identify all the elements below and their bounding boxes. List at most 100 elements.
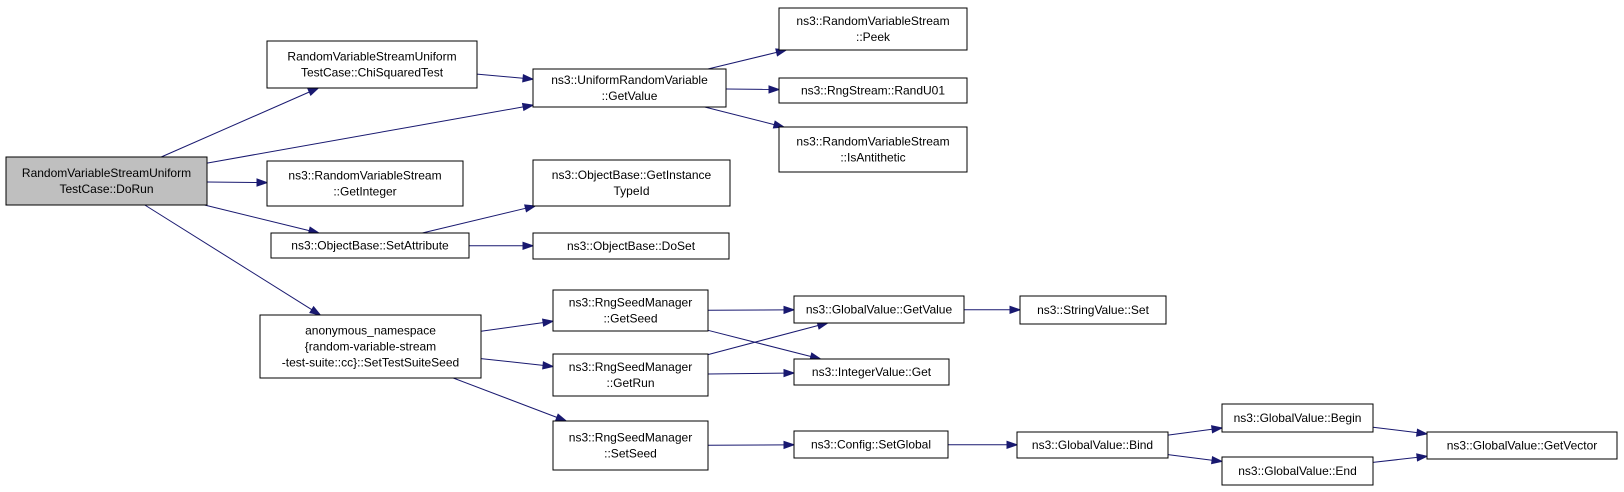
node-setTestSuiteSeed[interactable]: anonymous_namespace{random-variable-stre… [259, 314, 482, 379]
edge-getRun-to-integerGet [707, 368, 796, 378]
node-label-line: ns3::RngSeedManager [569, 431, 692, 445]
edge-setSeed-to-configSetGlobal [707, 440, 796, 450]
node-label-line: {random-variable-stream [305, 340, 436, 354]
edge-line [422, 207, 526, 234]
node-box [259, 314, 482, 379]
node-stringSet[interactable]: ns3::StringValue::Set [1019, 295, 1167, 325]
arrowhead-icon [542, 361, 555, 370]
edges-layer [144, 48, 1429, 465]
node-box [552, 353, 709, 397]
edge-line [480, 322, 544, 332]
node-label-line: ::GetValue [602, 89, 658, 103]
arrowhead-icon [768, 85, 781, 94]
edge-setTestSuiteSeed-to-getSeed [480, 318, 555, 332]
node-box [532, 232, 730, 260]
edge-line [453, 377, 557, 418]
node-label-line: ::GetRun [606, 376, 654, 390]
node-label-line: ns3::ObjectBase::GetInstance [552, 168, 712, 182]
node-uniformGetValue[interactable]: ns3::UniformRandomVariable::GetValue [532, 68, 727, 108]
edge-line [707, 372, 785, 375]
node-randU01[interactable]: ns3::RngStream::RandU01 [778, 77, 968, 104]
arrowhead-icon [307, 87, 320, 97]
arrowhead-icon [1416, 453, 1429, 462]
node-label-line: TypeId [613, 184, 649, 198]
node-globalEnd[interactable]: ns3::GlobalValue::End [1221, 456, 1374, 486]
node-globalGetValue[interactable]: ns3::GlobalValue::GetValue [793, 295, 965, 324]
edge-line [707, 325, 819, 356]
node-configSetGlobal[interactable]: ns3::Config::SetGlobal [793, 430, 949, 459]
node-box [270, 232, 470, 259]
node-getSeed[interactable]: ns3::RngSeedManager::GetSeed [552, 289, 709, 332]
node-globalBind[interactable]: ns3::GlobalValue::Bind [1016, 431, 1169, 459]
node-setAttribute[interactable]: ns3::ObjectBase::SetAttribute [270, 232, 470, 259]
node-doRun[interactable]: RandomVariableStreamUniformTestCase::DoR… [5, 156, 208, 206]
node-setSeed[interactable]: ns3::RngSeedManager::SetSeed [552, 420, 709, 471]
nodes-layer: RandomVariableStreamUniformTestCase::DoR… [5, 7, 1618, 486]
node-chiSquared[interactable]: RandomVariableStreamUniformTestCase::Chi… [266, 40, 478, 89]
node-box [778, 7, 968, 51]
node-box [552, 420, 709, 471]
node-globalGetVector[interactable]: ns3::GlobalValue::GetVector [1426, 431, 1618, 460]
node-doSet[interactable]: ns3::ObjectBase::DoSet [532, 232, 730, 260]
node-integerGet[interactable]: ns3::IntegerValue::Get [793, 358, 950, 386]
edge-line [476, 73, 524, 79]
edge-getRun-to-globalGetValue [707, 321, 830, 356]
node-box [532, 159, 731, 207]
node-box [266, 160, 464, 207]
edge-setTestSuiteSeed-to-setSeed [453, 377, 568, 422]
arrowhead-icon [783, 440, 796, 450]
node-label-line: ns3::UniformRandomVariable [551, 73, 708, 87]
node-box [793, 430, 949, 459]
edge-line [1372, 456, 1418, 463]
arrowhead-icon [256, 178, 269, 187]
edge-line [704, 106, 775, 126]
edge-setTestSuiteSeed-to-getRun [480, 358, 555, 370]
node-box [5, 156, 208, 206]
node-label-line: ns3::GlobalValue::End [1238, 464, 1357, 478]
edge-line [707, 329, 812, 357]
node-box [778, 126, 968, 173]
node-label-line: ::SetSeed [604, 447, 657, 461]
node-globalBegin[interactable]: ns3::GlobalValue::Begin [1221, 403, 1374, 433]
node-isAntithetic[interactable]: ns3::RandomVariableStream::IsAntithetic [778, 126, 968, 173]
edge-line [1372, 426, 1418, 434]
node-box [793, 295, 965, 324]
node-label-line: ns3::GlobalValue::Bind [1032, 438, 1153, 452]
edge-doRun-to-uniformGetValue [206, 102, 535, 164]
edge-line [160, 91, 310, 158]
node-box [793, 358, 950, 386]
node-label-line: ns3::GlobalValue::GetValue [806, 303, 953, 317]
edge-setAttribute-to-doSet [468, 241, 535, 251]
edge-globalBind-to-globalEnd [1167, 454, 1224, 465]
node-box [266, 40, 478, 89]
edge-getSeed-to-globalGetValue [707, 305, 796, 315]
edge-line [206, 106, 524, 164]
edge-doRun-to-getInteger [206, 178, 269, 187]
node-label-line: ns3::RandomVariableStream [288, 169, 441, 183]
node-label-line: ns3::ObjectBase::SetAttribute [291, 239, 449, 253]
edge-globalEnd-to-globalGetVector [1372, 453, 1429, 463]
node-getRun[interactable]: ns3::RngSeedManager::GetRun [552, 353, 709, 397]
node-peek[interactable]: ns3::RandomVariableStream::Peek [778, 7, 968, 51]
arrowhead-icon [783, 368, 796, 378]
edge-globalBegin-to-globalGetVector [1372, 426, 1429, 437]
node-label-line: TestCase::ChiSquaredTest [301, 66, 444, 80]
arrowhead-icon [1006, 440, 1019, 450]
node-label-line: ns3::IntegerValue::Get [812, 365, 932, 379]
arrowhead-icon [524, 204, 537, 213]
node-label-line: ns3::ObjectBase::DoSet [567, 239, 696, 253]
node-box [1426, 431, 1618, 460]
node-label-line: ::Peek [856, 30, 891, 44]
node-box [552, 289, 709, 332]
node-label-line: ns3::RandomVariableStream [796, 135, 949, 149]
node-label-line: ns3::GlobalValue::GetVector [1447, 439, 1598, 453]
edge-line [204, 204, 310, 232]
arrowhead-icon [309, 305, 322, 316]
node-getInteger[interactable]: ns3::RandomVariableStream::GetInteger [266, 160, 464, 207]
edge-configSetGlobal-to-globalBind [947, 440, 1019, 450]
node-label-line: ns3::Config::SetGlobal [811, 438, 931, 452]
node-box [1221, 456, 1374, 486]
node-label-line: ns3::RngSeedManager [569, 296, 692, 310]
